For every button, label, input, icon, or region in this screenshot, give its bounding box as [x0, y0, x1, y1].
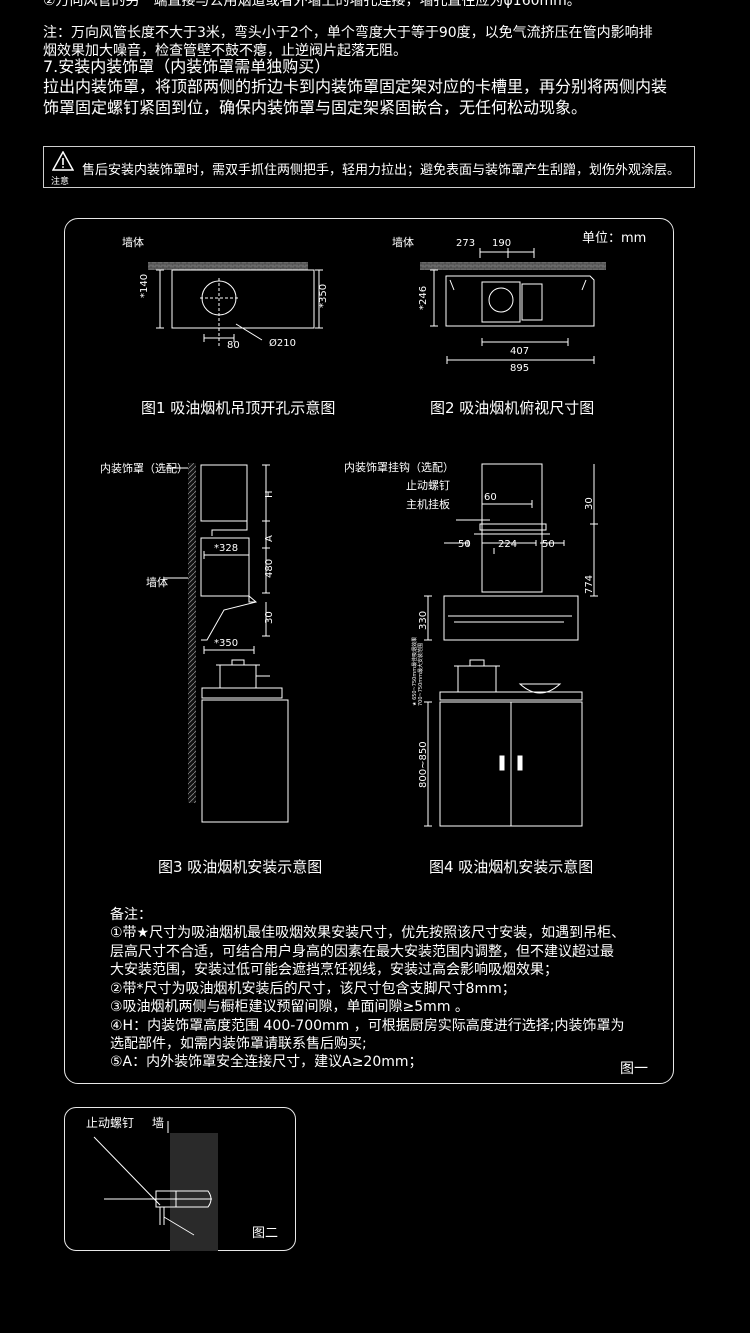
- fig2-dim-190: 190: [492, 238, 511, 249]
- fig4-plate: [479, 523, 547, 531]
- fig3-dim-350: *350: [214, 638, 238, 649]
- fig3-drawing: [164, 463, 289, 823]
- fig2-panel: [521, 283, 543, 321]
- fig4-dim-224: 224: [498, 539, 517, 550]
- fig2-wall-label: 墙体: [392, 235, 414, 249]
- fig3-pot: [219, 664, 257, 689]
- fig2-caption: 图2 吸油烟机俯视尺寸图: [430, 399, 594, 417]
- fig2-motor-box: [481, 281, 521, 323]
- fig4-hook-label: 内装饰罩挂钩（选配）: [344, 460, 454, 474]
- figure2-drawing: 止动螺钉 墙 图二: [86, 1116, 278, 1251]
- fig1-dim-350: *350: [318, 284, 329, 308]
- note-line-8: ⑤A：内外装饰罩安全连接尺寸，建议A≥20mm；: [110, 1054, 423, 1070]
- fig4-caption: 图4 吸油烟机安装示意图: [429, 858, 593, 876]
- fig4-cooktop: [439, 691, 583, 701]
- warning-triangle-icon: [52, 151, 74, 171]
- note-line-1: ①带★尺寸为吸油烟机最佳吸烟效果安装尺寸，优先按照该尺寸安装，如遇到吊柜、: [110, 925, 626, 941]
- fig1-wall: [148, 262, 308, 270]
- fig1-caption: 图1 吸油烟机吊顶开孔示意图: [141, 399, 335, 417]
- fig3-hood-body: [201, 595, 258, 641]
- fig3-cabinet: [201, 699, 289, 823]
- note-line-7: 选配部件，如需内装饰罩请联系售后购买;: [110, 1036, 367, 1052]
- fig2-dim-407: 407: [510, 346, 529, 357]
- fig4-drawing: [424, 463, 598, 827]
- note-line-3: 大安装范围，安装过低可能会遮挡烹饪视线，安装过高会影响吸烟效果；: [110, 962, 558, 978]
- fig3-inner-cover: [200, 464, 248, 522]
- text-line-2: 注：万向风管长度不大于3米，弯头小于2个，单个弯度大于等于90度，以免气流挤压在…: [43, 25, 653, 41]
- fig1-wall-label: 墙体: [122, 235, 144, 249]
- fig4-side-note-2: 700~750mm最大安装范围: [417, 643, 424, 706]
- note-line-6: ④H：内装饰罩高度范围 400-700mm ，可根据厨房实际高度进行选择;内装饰…: [110, 1018, 625, 1034]
- warning-text: 售后安装内装饰罩时，需双手抓住两侧把手，轻用力拉出；避免表面与装饰罩产生刮蹭，划…: [82, 163, 681, 178]
- fig2-dim-273: 273: [456, 238, 475, 249]
- fig2-wall: [420, 262, 606, 270]
- fig2-fan: [488, 287, 514, 313]
- fig4-dim-800: 800~850: [418, 741, 429, 788]
- figure1-tag: 图一: [620, 1061, 648, 1077]
- fig4-dim-774: 774: [584, 575, 595, 594]
- note-line-5: ③吸油烟机两侧与橱柜建议预留间隙，单面间隙≥5mm 。: [110, 999, 469, 1015]
- fig4-dim-50a: 50: [458, 539, 471, 550]
- fig1-dim-140: *140: [139, 274, 150, 298]
- fig3-dim-328: *328: [214, 543, 238, 554]
- fig2-dim-246: *246: [418, 286, 429, 310]
- fig4-pot: [457, 665, 497, 693]
- warning-label: 注意: [51, 177, 70, 187]
- unit-label: 单位：mm: [582, 231, 646, 246]
- warning-box: 注意 售后安装内装饰罩时，需双手抓住两侧把手，轻用力拉出；避免表面与装饰罩产生刮…: [43, 146, 695, 188]
- note-line-4: ②带*尺寸为吸油烟机安装后的尺寸，该尺寸包含支脚尺寸8mm；: [110, 981, 516, 997]
- fig2-drawing: [420, 248, 606, 364]
- fig2b-wall-label: 墙: [152, 1116, 164, 1130]
- fig2-dim-895: 895: [510, 363, 529, 374]
- fig4-wok: [518, 683, 562, 694]
- fig4-dim-30: 30: [584, 497, 595, 510]
- note-header: 备注：: [110, 907, 152, 923]
- fig3-wall: [188, 463, 196, 803]
- figure2-tag: 图二: [252, 1226, 278, 1241]
- fig4-dim-60: 60: [484, 492, 497, 503]
- fig3-cover-label: 内装饰罩（选配）: [100, 461, 188, 475]
- section-title: 7.安装内装饰罩（内装饰罩需单独购买）: [43, 57, 331, 76]
- note-line-2: 层高尺寸不合适，可结合用户身高的因素在最大安装范围内调整，但不建议超过最: [110, 944, 614, 960]
- figure-panel-1: [64, 218, 674, 1084]
- fig4-screw-label: 止动螺钉: [406, 479, 450, 492]
- text-line-1: ②万向风管的另一端直接与公用烟道或者外墙上的墙孔连接，墙孔直径应为φ160mm。: [43, 0, 581, 9]
- section-line-1: 拉出内装饰罩，将顶部两侧的折边卡到内装饰罩固定架对应的卡槽里，再分别将两侧内装: [43, 77, 668, 96]
- fig1-hood-outline: [171, 269, 315, 329]
- fig3-wall-label: 墙体: [146, 575, 168, 589]
- fig3-dim-h: H: [264, 490, 275, 498]
- fig3-dim-480: 480: [264, 559, 275, 578]
- fig3-dim-a: A: [264, 535, 275, 542]
- fig1-dim-210: Ø210: [269, 337, 296, 349]
- fig4-dim-50b: 50: [542, 539, 555, 550]
- fig2b-wall: [170, 1133, 218, 1251]
- fig3-caption: 图3 吸油烟机安装示意图: [158, 858, 322, 876]
- fig4-plate-label: 主机挂板: [406, 497, 450, 511]
- fig3-cooktop: [201, 687, 283, 699]
- fig4-outer-cover: [481, 463, 543, 593]
- section-line-2: 饰罩固定螺钉紧固到位，确保内装饰罩与固定架紧固嵌合，无任何松动现象。: [43, 98, 588, 117]
- fig4-dim-330: 330: [418, 611, 429, 630]
- fig2-hood-outline: [445, 275, 595, 327]
- fig1-drawing: [148, 262, 323, 346]
- text-line-3: 烟效果加大噪音，检查管壁不鼓不瘪，止逆阀片起落无阻。: [43, 43, 407, 59]
- fig2b-screw-label: 止动螺钉: [86, 1116, 134, 1130]
- fig4-side-note-1: ★ 650~750mm最佳吸烟效果: [411, 637, 418, 706]
- figure1-drawings: 单位：mm 墙体 *140 *350 80 Ø210 图1 吸油烟机吊顶开孔示意…: [100, 231, 646, 876]
- fig1-dim-80: 80: [227, 340, 240, 351]
- fig3-dim-30: 30: [264, 611, 275, 624]
- fig4-hood: [443, 595, 579, 641]
